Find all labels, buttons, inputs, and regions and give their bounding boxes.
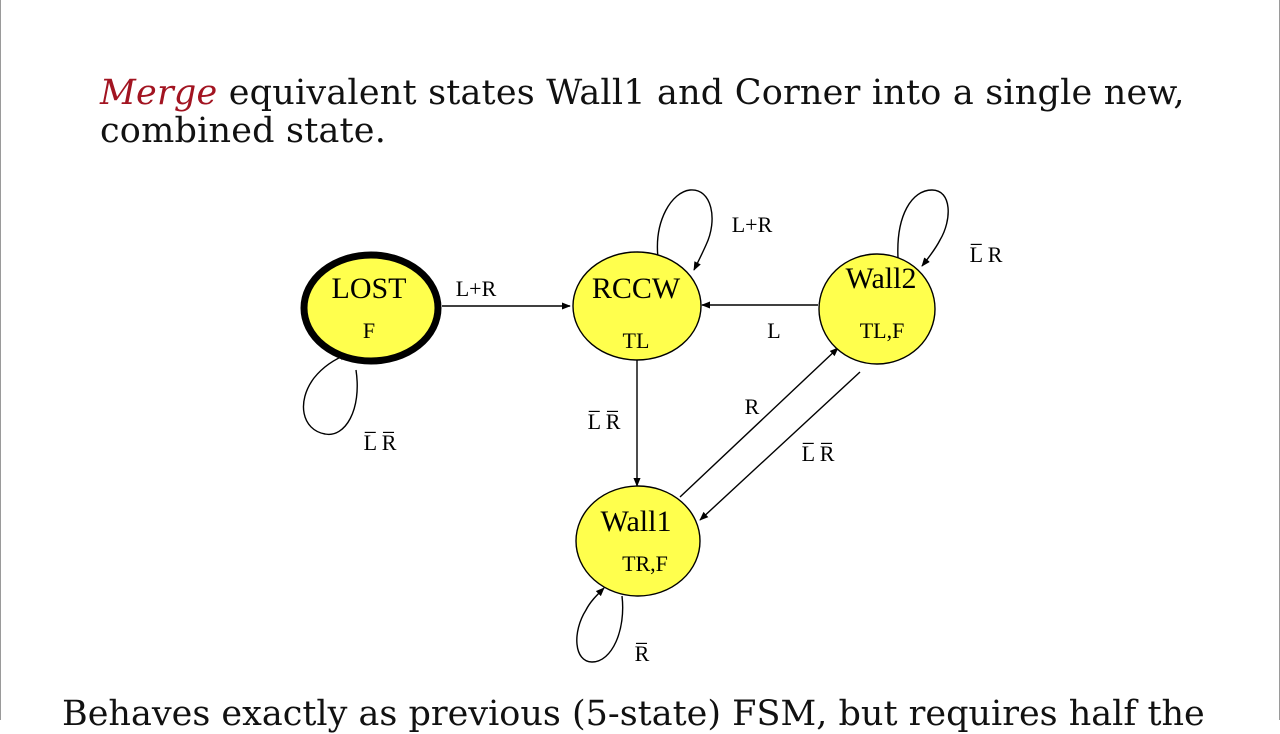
state-rccw: RCCW TL bbox=[572, 251, 702, 361]
label-lost-to-rccw: L+R bbox=[456, 276, 497, 301]
state-lost-circle bbox=[300, 251, 442, 365]
state-rccw-output: TL bbox=[623, 328, 650, 353]
label-wall2-to-rccw: L bbox=[767, 318, 780, 343]
title-emphasis: Merge bbox=[100, 73, 218, 113]
state-lost-name: LOST bbox=[332, 272, 407, 305]
title-text: equivalent states Wall1 and Corner into … bbox=[100, 73, 1185, 151]
self-loop-wall1 bbox=[576, 587, 624, 663]
state-wall1-circle bbox=[575, 485, 701, 597]
state-wall1-output: TR,F bbox=[622, 551, 668, 576]
state-wall2: Wall2 TL,F bbox=[818, 253, 936, 365]
state-wall1-name: Wall1 bbox=[601, 505, 672, 538]
state-wall2-output: TL,F bbox=[860, 318, 905, 343]
label-wall2-to-wall1: L̅ R̅ bbox=[802, 441, 835, 466]
label-lost-self: L̅ R̅ bbox=[364, 430, 397, 455]
state-rccw-name: RCCW bbox=[592, 272, 681, 305]
self-loop-wall2 bbox=[897, 189, 949, 267]
label-rccw-self: L+R bbox=[732, 212, 773, 237]
label-rccw-to-wall1: L̅ R̅ bbox=[588, 409, 621, 434]
state-wall1: Wall1 TR,F bbox=[575, 485, 701, 597]
state-rccw-circle bbox=[572, 251, 702, 361]
state-lost-output: F bbox=[363, 318, 375, 343]
edge-wall1-to-wall2 bbox=[679, 347, 839, 498]
state-wall2-circle bbox=[818, 253, 936, 365]
label-wall1-to-wall2: R bbox=[745, 394, 760, 419]
slide-border-left bbox=[0, 0, 1, 720]
slide-title: Merge equivalent states Wall1 and Corner… bbox=[100, 74, 1220, 150]
state-lost: LOST F bbox=[300, 251, 442, 365]
self-loop-rccw bbox=[656, 189, 713, 271]
self-loop-lost bbox=[302, 353, 358, 435]
edge-wall2-to-wall1 bbox=[699, 371, 861, 521]
state-wall2-name: Wall2 bbox=[846, 262, 917, 295]
label-wall1-self: R̅ bbox=[635, 641, 650, 666]
label-wall2-self: L̅ R bbox=[970, 242, 1003, 267]
slide-footer-text: Behaves exactly as previous (5-state) FS… bbox=[62, 694, 1205, 734]
